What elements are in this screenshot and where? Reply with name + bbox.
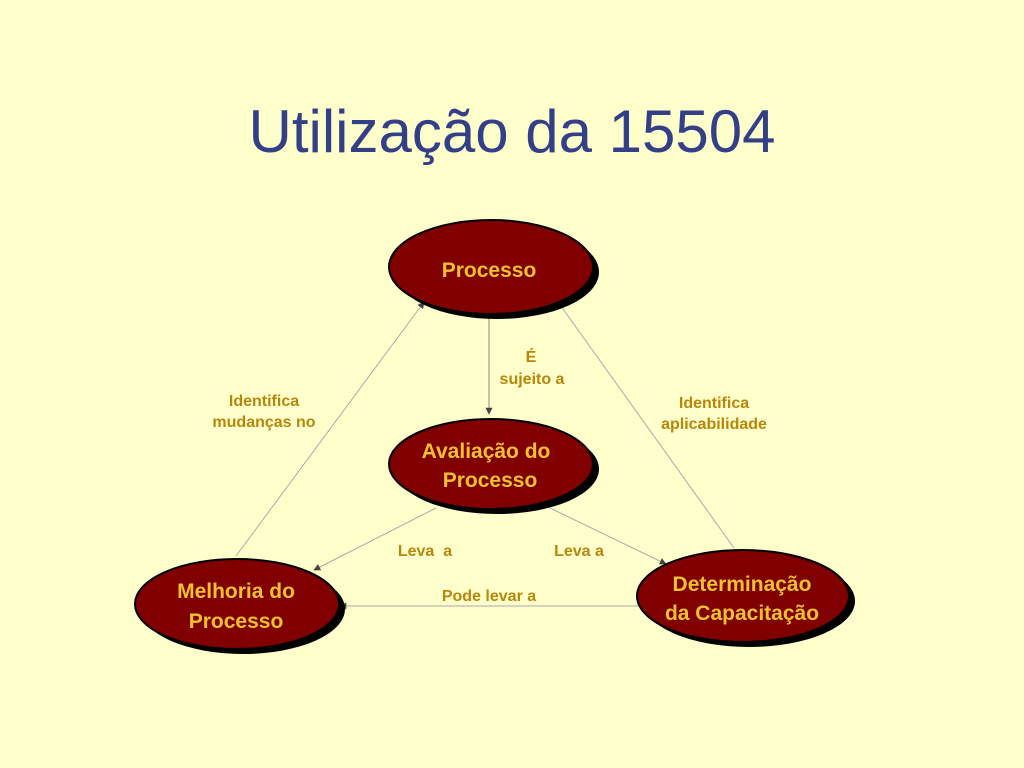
node-determinacao-label-line1: Determinação (673, 573, 812, 596)
node-avaliacao-label-line2: Processo (443, 469, 538, 492)
edge-label-identifica-aplicabilidade-line1: Identifica (679, 395, 749, 412)
node-avaliacao-label-line1: Avaliação do (422, 440, 551, 463)
node-determinacao: Determinação da Capacitação (636, 549, 855, 647)
edge-avaliacao-to-melhoria (313, 507, 437, 571)
edge-determinacao-to-processo (557, 301, 735, 549)
node-melhoria: Melhoria do Processo (134, 558, 345, 654)
edge-label-identifica-mudancas-line2: mudanças no (212, 414, 315, 431)
edge-label-leva-determinacao: Leva a (554, 543, 604, 560)
edge-label-pode-levar: Pode levar a (442, 588, 536, 605)
edge-label-sujeito-line1: É (526, 347, 537, 366)
node-processo-label: Processo (442, 259, 537, 282)
slide-title: Utilização da 15504 (248, 98, 776, 165)
edge-avaliacao-to-determinacao (549, 507, 667, 565)
edge-label-sujeito-line2: sujeito a (500, 371, 565, 388)
node-melhoria-label-line1: Melhoria do (177, 580, 295, 603)
edge-label-identifica-mudancas-line1: Identifica (229, 393, 299, 410)
node-avaliacao: Avaliação do Processo (388, 418, 599, 514)
edge-melhoria-to-processo (235, 301, 425, 557)
node-processo: Processo (388, 219, 599, 319)
node-melhoria-label-line2: Processo (189, 610, 284, 633)
edge-label-leva-melhoria: Leva a (398, 543, 452, 560)
node-determinacao-label-line2: da Capacitação (665, 602, 819, 625)
edge-label-identifica-aplicabilidade-line2: aplicabilidade (661, 416, 767, 433)
